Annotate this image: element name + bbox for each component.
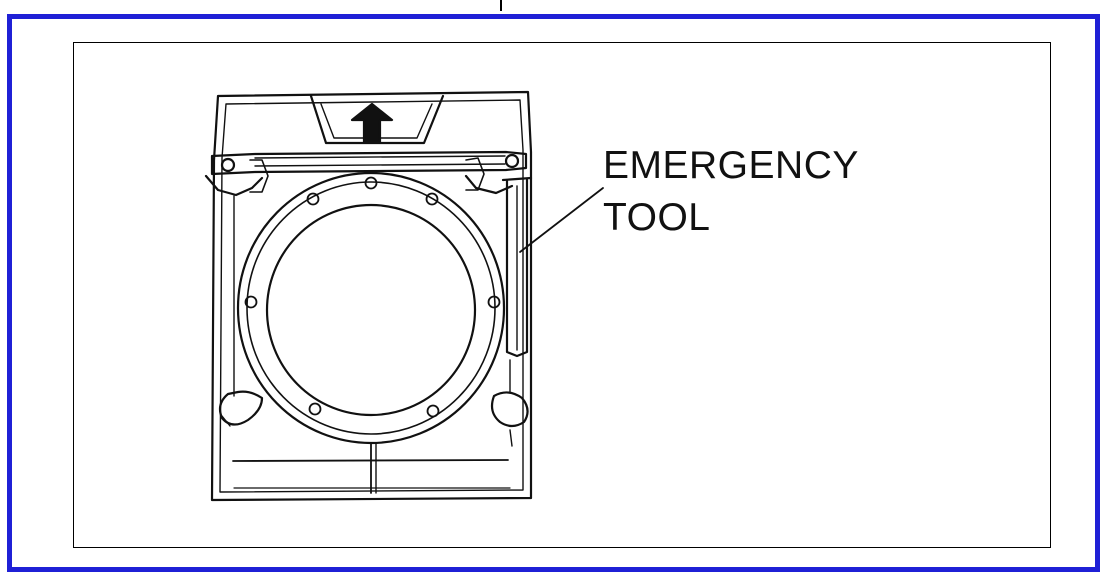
porthole-glass	[265, 203, 477, 417]
callout-leader-line	[519, 187, 604, 253]
callout-label-line-1: EMERGENCY	[603, 144, 859, 187]
figure-frame	[7, 14, 1100, 572]
locking-bar	[204, 150, 528, 197]
callout-label-line-2: TOOL	[603, 196, 711, 239]
ring-bolt-holes	[244, 176, 501, 418]
bottom-right-knob	[490, 391, 529, 447]
porthole-outer-ring	[236, 171, 506, 445]
emergency-tool	[501, 176, 533, 358]
side-rails	[233, 195, 511, 397]
cabinet-outline	[210, 90, 533, 502]
bottom-hinge	[232, 442, 511, 494]
cropped-header-mark	[500, 0, 502, 11]
up-arrow-icon	[350, 102, 394, 144]
bottom-left-knob	[218, 390, 264, 427]
figure-inner-border	[73, 42, 1051, 548]
